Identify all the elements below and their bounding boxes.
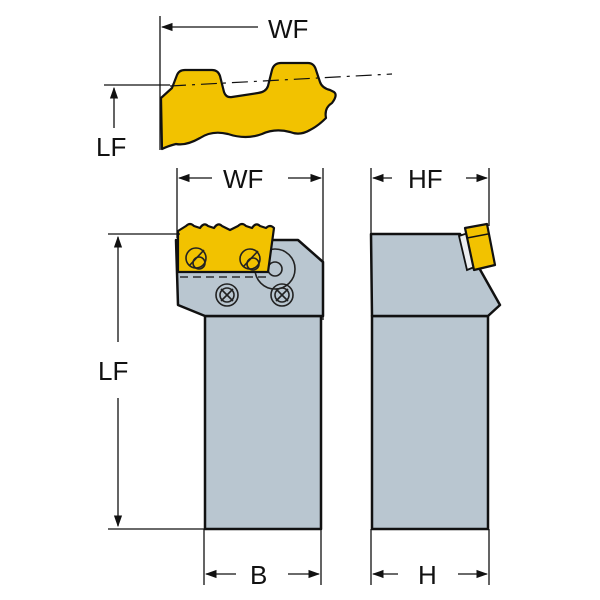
side-hf-label: HF: [408, 164, 443, 194]
insert-screw-right: [239, 248, 261, 271]
front-lf-label: LF: [98, 356, 128, 386]
front-b-label: B: [250, 560, 267, 590]
front-view: WF: [98, 164, 325, 590]
side-shank: [370, 314, 490, 531]
side-insert: [463, 222, 497, 272]
insert-screw-left: [185, 247, 207, 270]
side-insert-edge: [466, 233, 489, 239]
front-shank: [203, 314, 323, 531]
side-view: HF H: [369, 164, 502, 590]
insert-lf-label: LF: [96, 132, 126, 162]
side-h-label: H: [418, 560, 437, 590]
insert-profile: [159, 61, 337, 151]
front-wf-label: WF: [223, 164, 263, 194]
insert-center-line: [169, 73, 393, 87]
insert-wf-label: WF: [268, 14, 308, 44]
insert-detail-view: WF LF: [96, 14, 393, 162]
body-screw-left: [215, 283, 239, 307]
body-screw-right: [270, 283, 294, 307]
